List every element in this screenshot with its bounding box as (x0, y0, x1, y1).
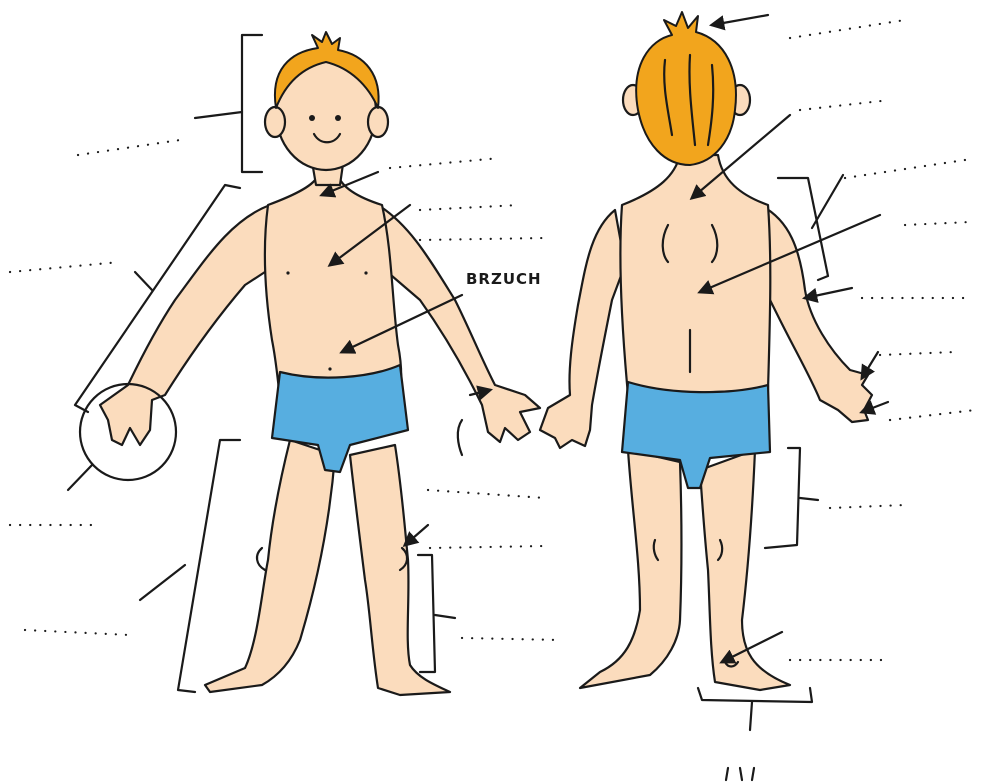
back-hair (636, 12, 736, 165)
front-right-ear (368, 107, 388, 137)
front-left-arm (100, 205, 270, 445)
back-left-arm (540, 210, 625, 448)
back-right-leg (700, 450, 790, 690)
back-torso (620, 155, 770, 395)
label-abdomen: BRZUCH (466, 270, 542, 288)
front-torso (265, 175, 402, 400)
front-left-leg (205, 440, 335, 692)
back-figure (540, 12, 872, 690)
back-right-arm (760, 205, 872, 422)
front-figure (100, 32, 540, 695)
back-left-leg (580, 450, 682, 688)
front-left-ear (265, 107, 285, 137)
